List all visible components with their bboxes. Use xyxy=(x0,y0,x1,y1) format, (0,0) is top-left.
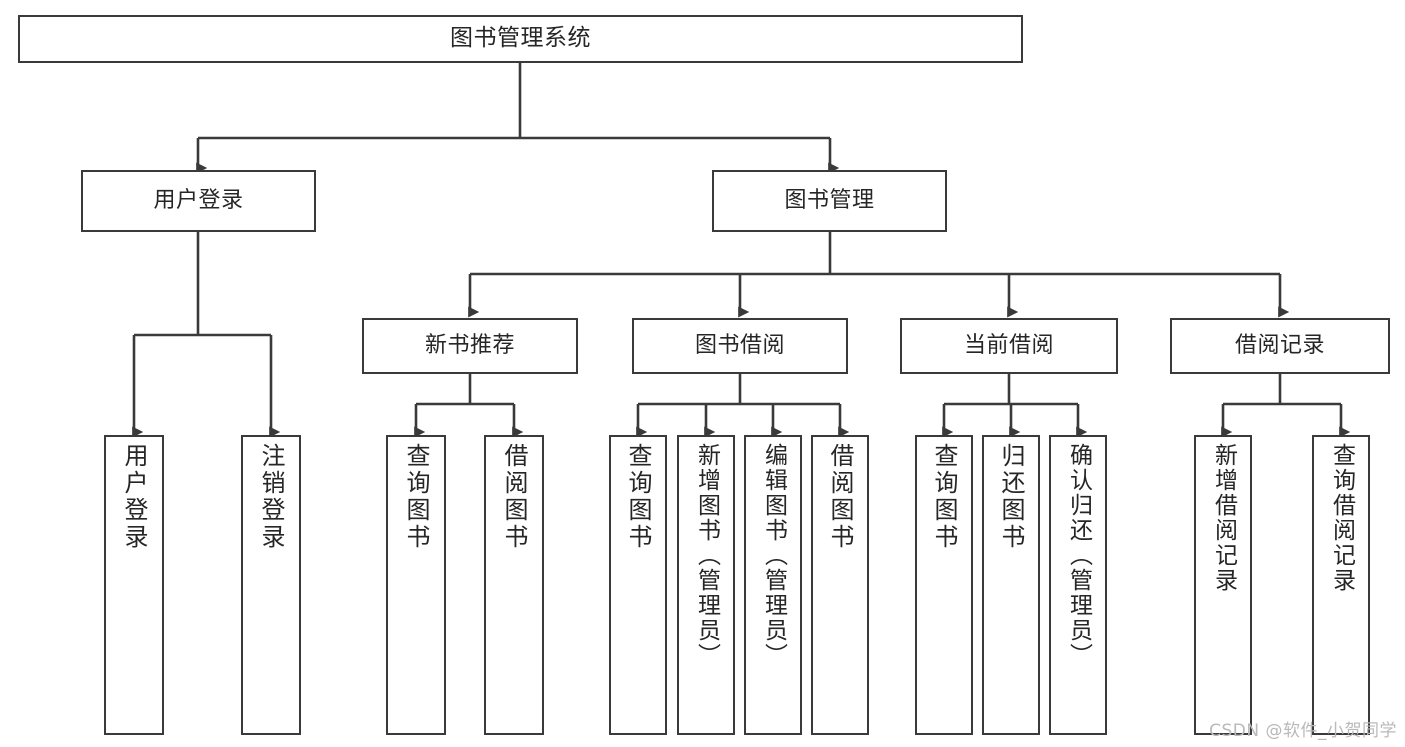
node-leaf-confirm-return-label: 确认归还（管理员） xyxy=(1065,443,1092,668)
node-current-borrow[interactable]: 当前借阅 xyxy=(900,318,1118,374)
node-book-borrow[interactable]: 图书借阅 xyxy=(632,318,848,374)
node-borrow-record-label: 借阅记录 xyxy=(1234,332,1325,358)
node-book-manage[interactable]: 图书管理 xyxy=(712,170,947,232)
node-leaf-user-login[interactable]: 用户登录 xyxy=(104,435,164,735)
node-leaf-confirm-return[interactable]: 确认归还（管理员） xyxy=(1049,435,1107,735)
node-book-borrow-label: 图书借阅 xyxy=(694,332,785,358)
node-leaf-edit-book-label: 编辑图书（管理员） xyxy=(760,443,787,668)
node-leaf-borrow-book-2[interactable]: 借阅图书 xyxy=(811,435,869,735)
node-leaf-return-book[interactable]: 归还图书 xyxy=(982,435,1040,735)
node-current-borrow-label: 当前借阅 xyxy=(963,332,1054,358)
node-leaf-borrow-book-1[interactable]: 借阅图书 xyxy=(484,435,544,735)
node-leaf-query-book-2[interactable]: 查询图书 xyxy=(609,435,667,735)
node-new-book-rec[interactable]: 新书推荐 xyxy=(362,318,578,374)
node-user-login-label: 用户登录 xyxy=(153,187,244,213)
node-new-book-rec-label: 新书推荐 xyxy=(424,332,515,358)
node-leaf-query-record-label: 查询借阅记录 xyxy=(1328,443,1355,593)
node-leaf-logout[interactable]: 注销登录 xyxy=(241,435,301,735)
node-leaf-borrow-book-1-label: 借阅图书 xyxy=(500,443,528,551)
watermark: CSDN @软件_小贺同学 xyxy=(1209,721,1397,741)
node-borrow-record[interactable]: 借阅记录 xyxy=(1170,318,1390,374)
node-leaf-borrow-book-2-label: 借阅图书 xyxy=(826,443,854,551)
node-root-label: 图书管理系统 xyxy=(450,25,591,52)
node-leaf-query-book-3[interactable]: 查询图书 xyxy=(915,435,973,735)
node-leaf-query-book-3-label: 查询图书 xyxy=(930,443,958,551)
node-root[interactable]: 图书管理系统 xyxy=(18,15,1023,63)
node-leaf-return-book-label: 归还图书 xyxy=(997,443,1025,551)
node-leaf-add-book-label: 新增图书（管理员） xyxy=(693,443,720,668)
node-book-manage-label: 图书管理 xyxy=(784,187,875,213)
node-leaf-logout-label: 注销登录 xyxy=(257,443,285,551)
node-user-login[interactable]: 用户登录 xyxy=(81,170,316,232)
node-leaf-add-record[interactable]: 新增借阅记录 xyxy=(1194,435,1252,735)
node-leaf-add-book[interactable]: 新增图书（管理员） xyxy=(677,435,735,735)
node-leaf-query-book-1[interactable]: 查询图书 xyxy=(386,435,446,735)
node-leaf-user-login-label: 用户登录 xyxy=(120,443,148,551)
node-leaf-edit-book[interactable]: 编辑图书（管理员） xyxy=(744,435,802,735)
node-leaf-query-record[interactable]: 查询借阅记录 xyxy=(1312,435,1370,735)
node-leaf-query-book-2-label: 查询图书 xyxy=(624,443,652,551)
node-leaf-query-book-1-label: 查询图书 xyxy=(402,443,430,551)
node-leaf-add-record-label: 新增借阅记录 xyxy=(1210,443,1237,593)
